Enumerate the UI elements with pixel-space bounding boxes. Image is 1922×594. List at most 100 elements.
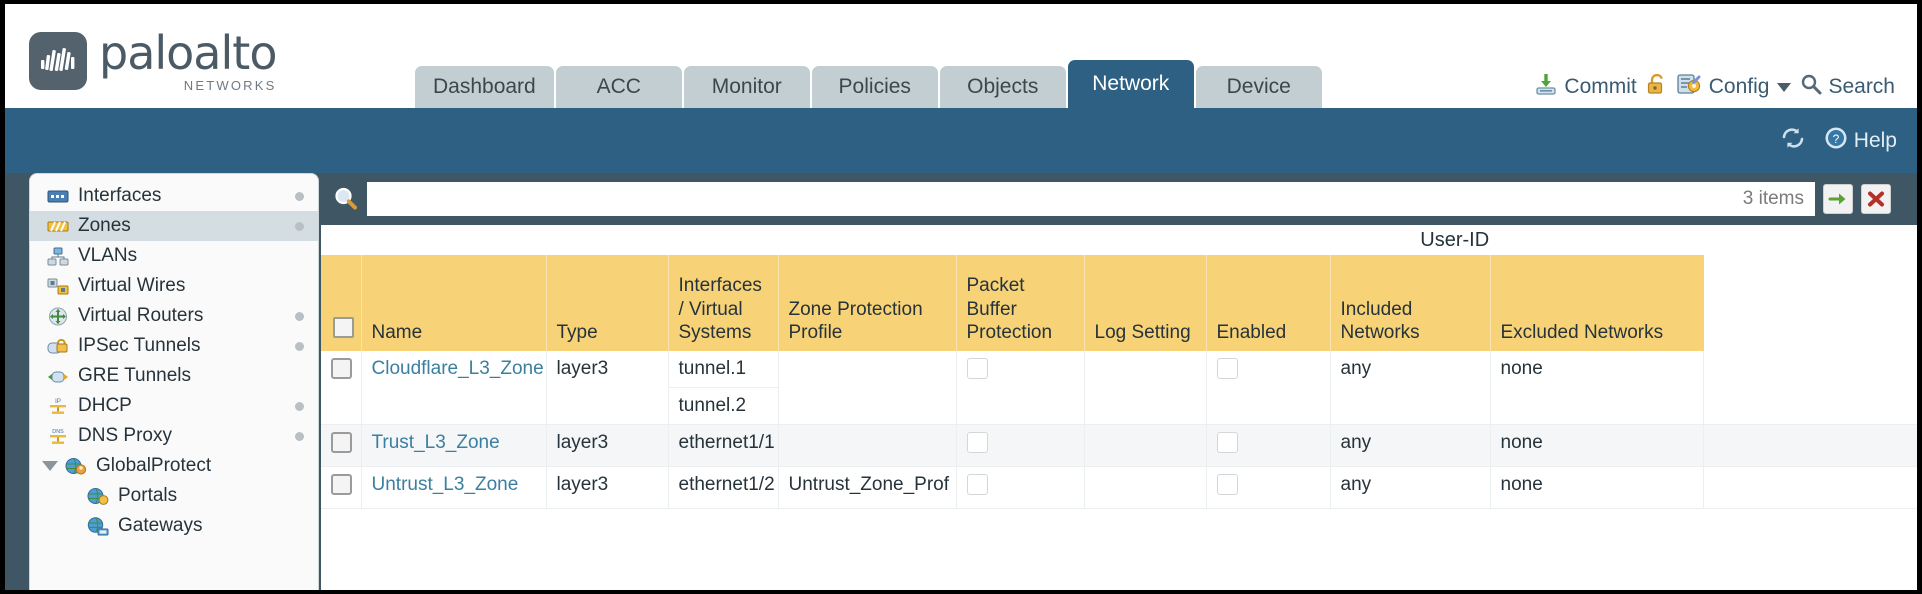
globalprotect-icon [64,456,88,476]
sidebar-item-label: GlobalProtect [96,455,212,476]
excluded-networks-value: none [1500,358,1543,379]
row-checkbox[interactable] [331,358,352,379]
column-header-interfaces-virtual-systems[interactable]: Interfaces / Virtual Systems [668,255,779,351]
commit-label: Commit [1564,75,1637,98]
userid-enabled-checkbox[interactable] [1216,432,1238,453]
packet-buffer-protection-checkbox[interactable] [966,432,988,453]
interfaces-cell: ethernet1/1 [668,424,779,467]
tab-objects[interactable]: Objects [939,66,1066,108]
dns-proxy-icon: DNS [46,426,70,446]
log-setting-cell [1084,466,1207,509]
filter-bar: 3 items [321,173,1917,225]
row-checkbox[interactable] [331,474,352,495]
tab-acc[interactable]: ACC [555,66,682,108]
group-header-row: User-ID [321,225,1917,255]
column-header-zone-protection-profile[interactable]: Zone Protection Profile [778,255,957,351]
commit-button[interactable]: Commit [1534,72,1637,102]
column-header-included-networks[interactable]: Included Networks [1330,255,1491,351]
ipsec-tunnels-icon [46,336,70,356]
included-networks-cell: any [1330,424,1491,467]
zone-protection-profile-cell [778,351,957,425]
packet-buffer-protection-checkbox[interactable] [966,358,988,379]
sidebar-item-label: GRE Tunnels [78,365,191,386]
sidebar-item-virtual-wires[interactable]: Virtual Wires [30,271,318,301]
log-setting-cell [1084,351,1207,425]
apply-filter-button[interactable] [1823,184,1853,214]
userid-enabled-cell [1206,466,1331,509]
zone-name-link[interactable]: Cloudflare_L3_Zone [371,358,544,379]
interface-value: tunnel.1 [668,351,778,388]
dhcp-icon: IP [46,396,70,416]
config-menu[interactable]: Config [1677,72,1792,102]
column-header-log-setting[interactable]: Log Setting [1084,255,1207,351]
tab-monitor[interactable]: Monitor [683,66,810,108]
sidebar-item-zones[interactable]: Zones [30,211,318,241]
column-header-enabled[interactable]: Enabled [1206,255,1331,351]
zone-name-link[interactable]: Untrust_L3_Zone [371,474,519,495]
sidebar-item-portals[interactable]: Portals [30,481,318,511]
virtual-routers-icon [46,306,70,326]
sidebar-item-label: Portals [118,485,178,506]
svg-text:DNS: DNS [52,429,64,435]
zone-name-cell: Trust_L3_Zone [361,424,547,467]
column-header-type[interactable]: Type [546,255,669,351]
clear-filter-button[interactable] [1861,184,1891,214]
lock-button[interactable] [1646,72,1668,102]
zone-name-link[interactable]: Trust_L3_Zone [371,432,500,453]
packet-buffer-protection-checkbox[interactable] [966,474,988,495]
select-all-checkbox[interactable] [333,316,354,338]
expand-triangle-icon[interactable] [42,461,58,471]
column-header-name[interactable]: Name [361,255,547,351]
tab-policies[interactable]: Policies [811,66,938,108]
search-icon[interactable] [333,186,359,212]
excluded-networks-cell: none [1490,466,1704,509]
interface-value: ethernet1/2 [678,474,775,495]
refresh-icon[interactable] [1780,126,1806,156]
userid-enabled-cell [1206,351,1331,425]
portals-icon [86,486,110,506]
items-count: 3 items [1742,188,1804,209]
content-panel: 3 items [321,173,1917,590]
sidebar-status-dot-icon [295,341,304,351]
column-header-packet-buffer-protection[interactable]: Packet Buffer Protection [956,255,1085,351]
column-header-excluded-networks[interactable]: Excluded Networks [1490,255,1704,351]
userid-enabled-cell [1206,424,1331,467]
sidebar-item-label: Zones [78,215,131,236]
userid-enabled-checkbox[interactable] [1216,474,1238,495]
sidebar-item-gre-tunnels[interactable]: GRE Tunnels [30,361,318,391]
gateways-icon [86,516,110,536]
sidebar-item-interfaces[interactable]: Interfaces [30,181,318,211]
sidebar-item-virtual-routers[interactable]: Virtual Routers [30,301,318,331]
sub-toolbar: ? Help [5,108,1917,173]
row-checkbox[interactable] [331,432,352,453]
help-button[interactable]: ? Help [1824,126,1897,156]
wave-logo-icon [29,32,87,90]
search-button[interactable]: Search [1800,73,1895,101]
sidebar-item-globalprotect[interactable]: GlobalProtect [30,451,318,481]
tab-device[interactable]: Device [1195,66,1322,108]
excluded-networks-cell: none [1490,424,1704,467]
zone-name-cell: Untrust_L3_Zone [361,466,547,509]
sidebar-item-gateways[interactable]: Gateways [30,511,318,541]
tab-network[interactable]: Network [1067,60,1194,108]
filter-input[interactable]: 3 items [367,182,1815,216]
zone-type-cell: layer3 [546,466,669,509]
search-icon [1800,73,1822,101]
sidebar-item-ipsec-tunnels[interactable]: IPSec Tunnels [30,331,318,361]
row-checkbox-cell [321,351,362,425]
packet-buffer-protection-cell [956,424,1085,467]
sidebar-status-dot-icon [295,401,304,411]
excluded-networks-cell: none [1490,351,1704,425]
sidebar-item-vlans[interactable]: VLANs [30,241,318,271]
userid-enabled-checkbox[interactable] [1216,358,1238,379]
packet-buffer-protection-cell [956,351,1085,425]
tab-dashboard[interactable]: Dashboard [415,66,554,108]
vlans-icon [46,246,70,266]
